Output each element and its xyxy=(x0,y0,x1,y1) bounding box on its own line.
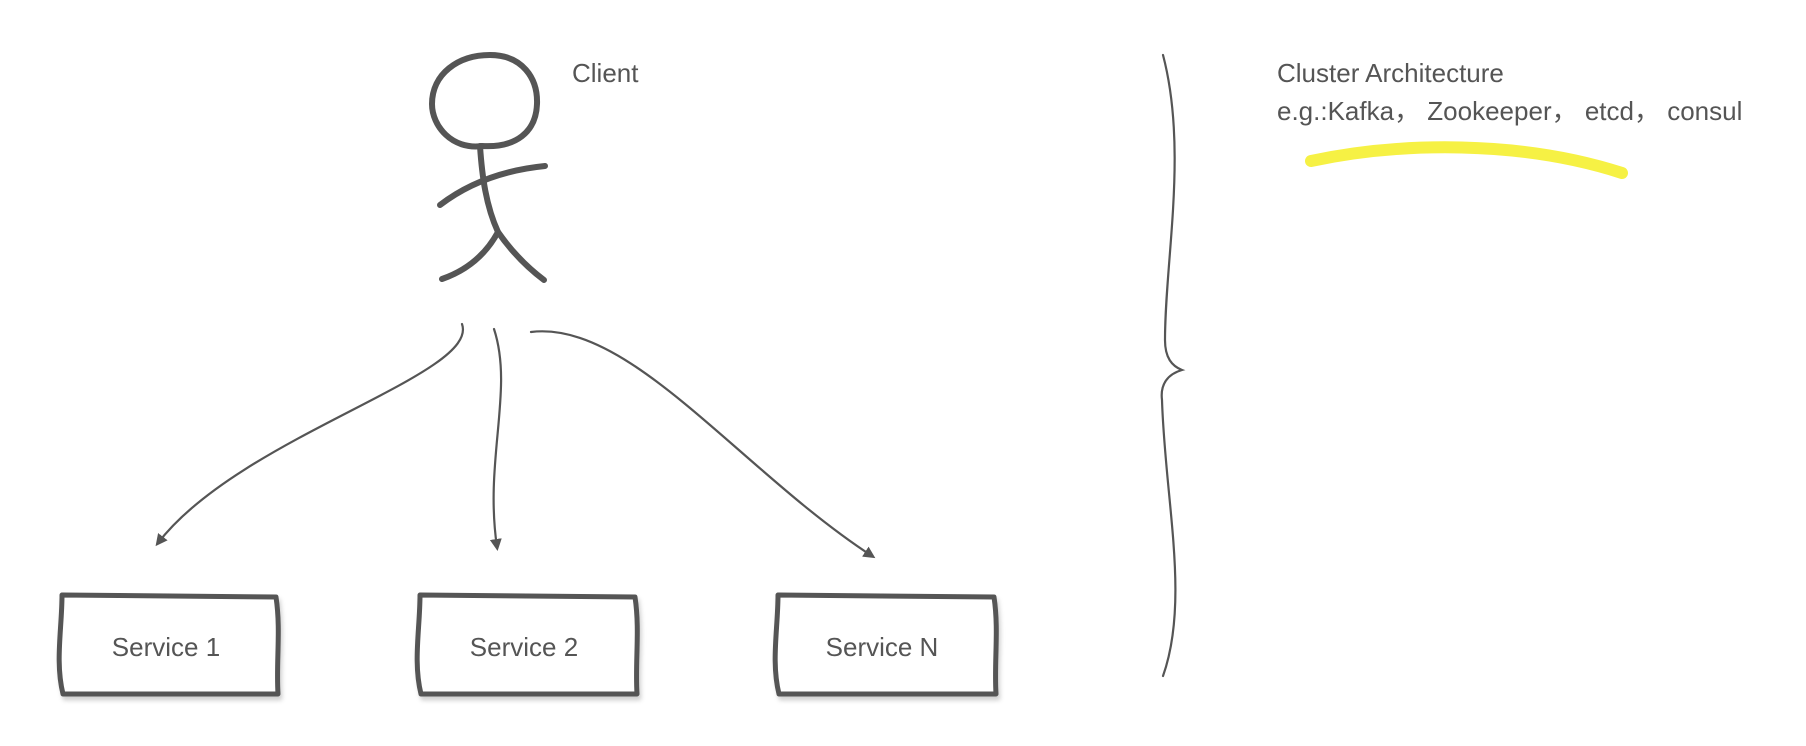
client-left-leg xyxy=(439,229,501,282)
service-n-label: Service N xyxy=(825,632,939,662)
client-arms xyxy=(437,163,548,208)
service-2-box xyxy=(414,592,640,697)
arrow-to-service-n xyxy=(529,330,876,559)
client-head xyxy=(429,52,541,150)
arrow-to-service-2 xyxy=(489,327,503,551)
service-1-label: Service 1 xyxy=(111,632,221,662)
stick-figure-icon xyxy=(429,52,548,283)
cluster-examples: e.g.:Kafka， Zookeeper， etcd， consul xyxy=(1277,96,1743,126)
cluster-title: Cluster Architecture xyxy=(1277,58,1504,88)
arrow-to-service-1 xyxy=(155,322,464,547)
client-label: Client xyxy=(572,58,639,88)
highlight-underline xyxy=(1305,141,1628,179)
service-2-label: Service 2 xyxy=(469,632,579,662)
boundary-brace xyxy=(1160,53,1186,678)
service-1-box xyxy=(56,592,281,697)
service-n-box xyxy=(772,592,999,697)
